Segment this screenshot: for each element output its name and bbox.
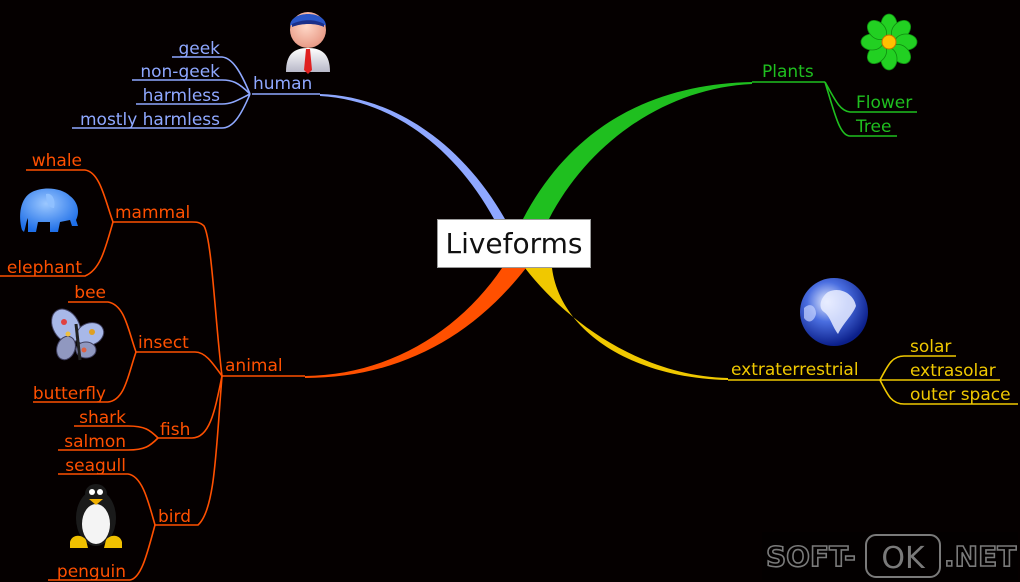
node-solar[interactable]: solar [910, 337, 951, 357]
node-mostly-harmless[interactable]: mostly harmless [80, 110, 220, 130]
extraterrestrial-subtree-lines [728, 355, 1018, 405]
node-harmless[interactable]: harmless [143, 86, 220, 106]
node-non-geek[interactable]: non-geek [140, 62, 220, 82]
human-subtree-lines [72, 56, 320, 129]
butterfly-icon [51, 308, 105, 361]
central-topic-liveforms[interactable]: Liveforms [437, 219, 591, 268]
node-human[interactable]: human [253, 74, 312, 94]
node-tree[interactable]: Tree [855, 117, 891, 137]
node-fish[interactable]: fish [160, 420, 190, 440]
node-bee[interactable]: bee [74, 283, 106, 303]
animal-subtree-lines [0, 169, 305, 581]
watermark-left-text: SOFT- [766, 540, 856, 573]
node-animal[interactable]: animal [225, 356, 283, 376]
node-flower[interactable]: Flower [856, 93, 912, 113]
node-whale[interactable]: whale [32, 151, 82, 171]
person-icon [286, 12, 330, 74]
node-shark[interactable]: shark [79, 408, 126, 428]
globe-icon [800, 278, 868, 346]
node-penguin[interactable]: penguin [57, 562, 126, 582]
branch-extraterrestrial-connector [525, 268, 728, 380]
branch-plants-connector [523, 82, 752, 219]
node-bird[interactable]: bird [158, 507, 191, 527]
branch-human-connector [320, 94, 505, 219]
node-insect[interactable]: insect [138, 333, 189, 353]
branch-animal-connector [305, 268, 526, 378]
node-butterfly[interactable]: butterfly [33, 384, 106, 404]
node-geek[interactable]: geek [178, 39, 220, 59]
node-outer-space[interactable]: outer space [910, 385, 1011, 405]
penguin-icon [70, 484, 122, 548]
node-extrasolar[interactable]: extrasolar [910, 361, 996, 381]
node-extraterrestrial[interactable]: extraterrestrial [731, 360, 859, 380]
soft-ok-watermark: SOFT- OK .NET [762, 532, 1018, 580]
plants-subtree-lines [752, 81, 917, 137]
watermark-middle-text: OK [881, 541, 926, 576]
node-salmon[interactable]: salmon [64, 432, 126, 452]
node-mammal[interactable]: mammal [115, 203, 190, 223]
flower-icon [860, 13, 918, 71]
watermark-right-text: .NET [944, 540, 1016, 573]
elephant-icon [20, 188, 78, 232]
node-elephant[interactable]: elephant [7, 258, 82, 278]
node-plants[interactable]: Plants [762, 62, 814, 82]
node-seagull[interactable]: seagull [65, 456, 126, 476]
